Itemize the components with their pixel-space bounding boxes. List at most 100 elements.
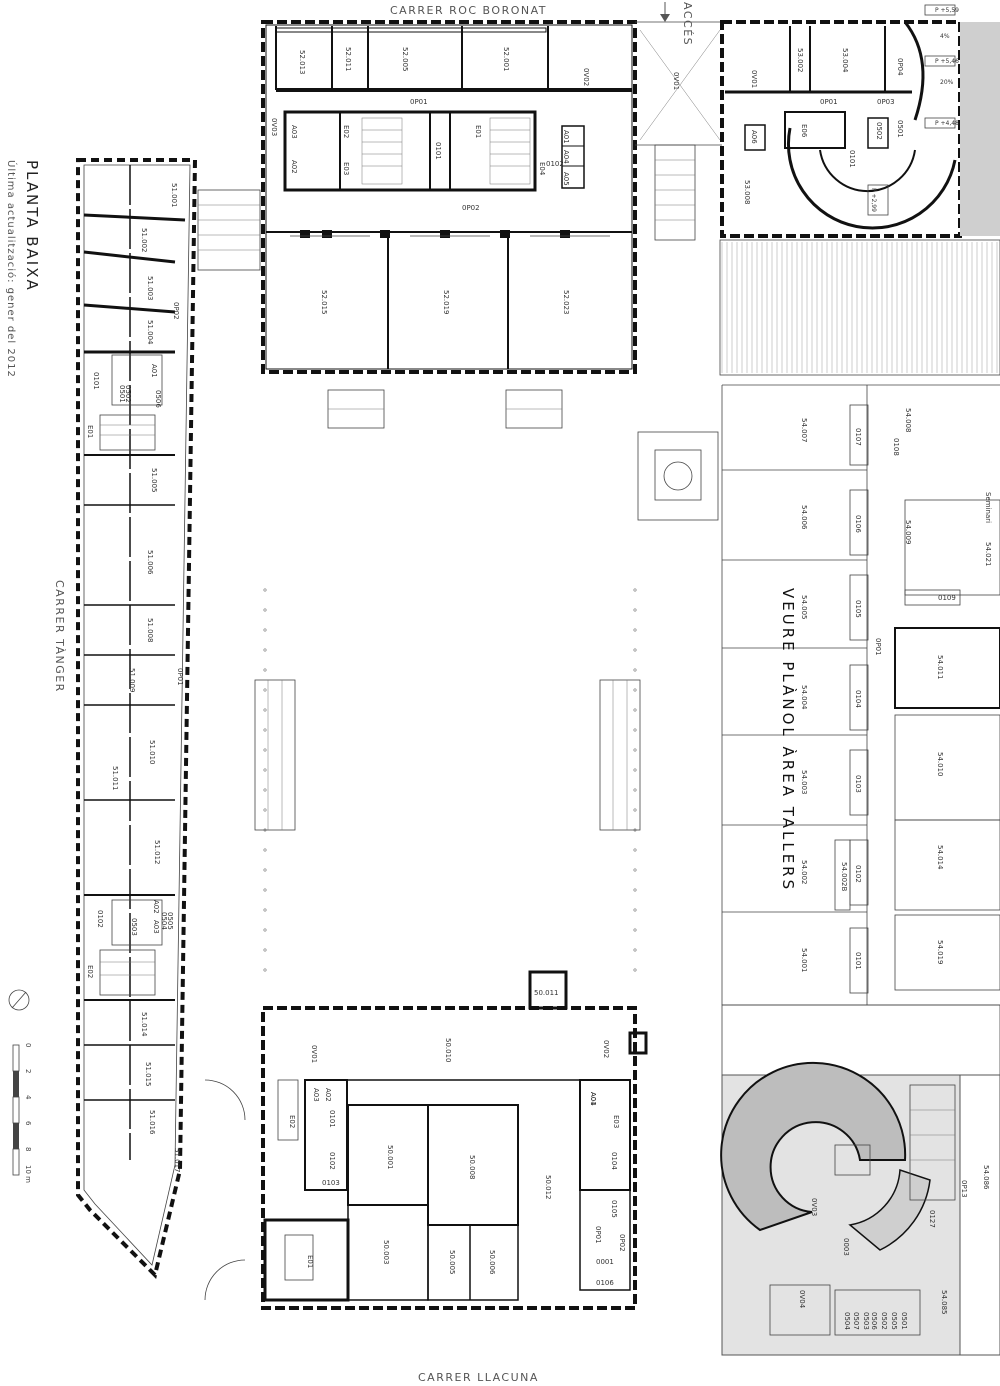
- room-label: 0506: [154, 390, 162, 408]
- entrance-passage: [635, 2, 722, 241]
- room-label: E02: [342, 125, 350, 138]
- room-label: E03: [342, 162, 350, 175]
- column-dot: [633, 768, 637, 772]
- scale-tick-6: 6: [24, 1121, 32, 1126]
- column-dot: [263, 728, 267, 732]
- room-label: 0109: [938, 594, 956, 602]
- room-label: 53.002: [796, 48, 804, 73]
- room-label: 52.023: [562, 290, 570, 315]
- room-label: 0P01: [410, 98, 428, 106]
- building-52: [261, 20, 637, 429]
- room-label: 0P02: [172, 302, 180, 320]
- room-label: A03: [152, 920, 160, 934]
- column-dot: [633, 868, 637, 872]
- room-label: A05: [562, 172, 570, 186]
- building-54: [721, 384, 1000, 1076]
- room-label: 0V01: [750, 70, 758, 88]
- scale-bar: 0 2 4 6 8 10 m: [12, 1043, 32, 1183]
- covered-walkway: [719, 239, 1000, 376]
- room-label: 54.085: [940, 1290, 948, 1315]
- central-courtyard: [254, 431, 719, 972]
- room-label: 50.008: [468, 1155, 476, 1180]
- room-label: 0P01: [176, 668, 184, 686]
- room-label: 0101: [328, 1110, 336, 1128]
- room-label: 0106: [854, 515, 862, 533]
- column-dot: [633, 708, 637, 712]
- north-symbol: [8, 989, 30, 1011]
- room-label: 0502: [875, 122, 883, 140]
- column-dot: [263, 768, 267, 772]
- room-label: 50.012: [544, 1175, 552, 1200]
- room-label: 52.001: [502, 47, 510, 72]
- room-label: 50.003: [382, 1240, 390, 1265]
- column-dot: [633, 608, 637, 612]
- column-dot: [633, 928, 637, 932]
- scale-tick-0: 0: [24, 1043, 32, 1047]
- room-label: 0V03: [810, 1198, 818, 1216]
- room-label: 54.005: [800, 595, 808, 620]
- room-label: 0104: [610, 1152, 618, 1170]
- room-label: 52.019: [442, 290, 450, 315]
- plan-updated: Última actualització: gener del 2012: [5, 160, 18, 378]
- room-label: 54.008: [904, 408, 912, 433]
- column-dot: [263, 928, 267, 932]
- street-west: CARRER TÀNGER: [53, 580, 66, 693]
- room-label: 50.005: [448, 1250, 456, 1275]
- room-label: 51.012: [153, 840, 161, 865]
- room-label: 54.006: [800, 505, 808, 530]
- room-label: 0102: [546, 160, 564, 168]
- level-label: P +4,48: [935, 120, 959, 127]
- room-label: 0503: [130, 918, 138, 936]
- room-label: 51.017: [173, 1148, 181, 1173]
- room-labels-53: 53.002 53.004 53.008 0V01 0P01 0P03 0P04…: [743, 48, 904, 205]
- building-51: [76, 158, 261, 1279]
- level-label: P +5,46: [935, 58, 959, 65]
- column-dot: [633, 828, 637, 832]
- room-label: 0501: [896, 120, 904, 138]
- street-north: CARRER ROC BORONAT: [390, 4, 547, 17]
- column-dot: [633, 688, 637, 692]
- column-dot: [263, 888, 267, 892]
- room-label: 54.021: [984, 542, 992, 567]
- room-label: 0504: [160, 912, 168, 930]
- room-label: 0507: [852, 1312, 860, 1330]
- room-label: 0P02: [618, 1234, 626, 1252]
- room-label: 54.086: [982, 1165, 990, 1190]
- room-label: 0P01: [874, 638, 882, 656]
- room-label: 53.008: [743, 180, 751, 205]
- column-dot: [263, 908, 267, 912]
- column-dot: [633, 628, 637, 632]
- column-dot: [263, 808, 267, 812]
- room-label: A03: [290, 125, 298, 139]
- column-dot: [263, 788, 267, 792]
- column-dot: [633, 948, 637, 952]
- room-label: 0105: [854, 600, 862, 618]
- room-label: 0108: [892, 438, 900, 456]
- room-label: 0101: [92, 372, 100, 390]
- room-label: A01: [150, 364, 158, 378]
- access-label: ACCÉS: [681, 2, 694, 46]
- room-labels-51: 51.001 51.002 51.003 51.004 51.005 51.00…: [86, 183, 184, 1173]
- room-label: 54.001: [800, 948, 808, 973]
- room-labels-east: 0V03 0V04 0003 0127 0P13 54.085 54.086 0…: [798, 1165, 990, 1330]
- column-dot: [263, 968, 267, 972]
- building-50: [204, 970, 648, 1310]
- room-label: 0504: [843, 1312, 851, 1330]
- column-dot: [633, 728, 637, 732]
- room-label: 0104: [854, 690, 862, 708]
- room-label: 0127: [928, 1210, 936, 1228]
- room-label: 52.011: [344, 47, 352, 72]
- room-label: 52.013: [298, 50, 306, 75]
- room-label: 0P02: [462, 204, 480, 212]
- room-label: 51.008: [146, 618, 154, 643]
- room-label: E01: [474, 125, 482, 138]
- room-label: 0502: [880, 1312, 888, 1330]
- room-label: 53.004: [841, 48, 849, 73]
- room-label: E06: [800, 124, 808, 138]
- room-label: 50.006: [488, 1250, 496, 1275]
- room-label: 0001: [596, 1258, 614, 1266]
- room-label: 0503: [862, 1312, 870, 1330]
- workshop-note: VEURE PLÀNOL ÀREA TALLERS: [779, 588, 798, 892]
- room-label: E04: [538, 162, 546, 176]
